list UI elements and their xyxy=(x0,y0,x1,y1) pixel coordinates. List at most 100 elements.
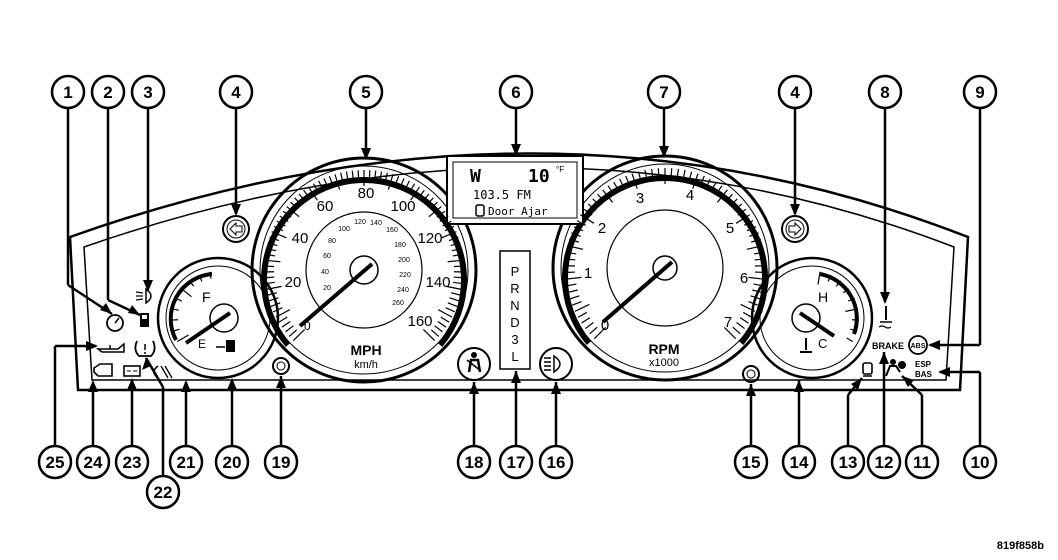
tachometer-label: 1 xyxy=(584,265,592,282)
callout-17: 17 xyxy=(498,444,534,480)
callout-22: 22 xyxy=(145,474,181,510)
tachometer-label: 2 xyxy=(598,220,606,237)
abs-warning-label: ABS xyxy=(911,343,926,350)
battery-icon xyxy=(123,365,141,377)
left-turn-signal-icon xyxy=(222,215,250,243)
speedometer-mph-label: 80 xyxy=(358,185,375,202)
speedometer-kmh-label: 260 xyxy=(392,300,404,307)
high-beam-icon xyxy=(539,347,573,381)
fuel-gauge-needle xyxy=(184,311,232,345)
leader-arrowheads xyxy=(86,144,950,396)
callout-19: 19 xyxy=(263,444,299,480)
callout-label: 22 xyxy=(154,483,173,502)
esp-indicator-label: ESP xyxy=(915,360,932,369)
temperature-gauge-ticks xyxy=(817,271,859,343)
temperature-hot-label: H xyxy=(818,289,828,305)
callout-label: 3 xyxy=(143,83,152,102)
tire-pressure-icon xyxy=(134,340,156,357)
gear-label: N xyxy=(510,298,519,313)
transmission-warning-icon xyxy=(862,362,873,377)
callout-8: 8 xyxy=(867,74,903,110)
callout-16: 16 xyxy=(538,444,574,480)
tachometer-label: 4 xyxy=(686,187,694,204)
callout-11: 11 xyxy=(904,444,940,480)
tachometer-label: 5 xyxy=(726,220,734,237)
speedometer-mph-label: 60 xyxy=(317,198,334,215)
speedometer-needle xyxy=(298,262,374,328)
dimmer-knob xyxy=(742,365,760,383)
callout-label: 19 xyxy=(272,453,291,472)
speedometer-kmh-label: 180 xyxy=(394,242,406,249)
check-engine-icon xyxy=(93,363,113,377)
speedometer-unit-mph: MPH xyxy=(350,342,381,358)
oil-pressure-icon xyxy=(95,342,125,353)
tachometer-label: 7 xyxy=(724,314,732,331)
speedometer-mph-label: 20 xyxy=(285,274,302,291)
callout-label: 10 xyxy=(971,453,990,472)
callout-7: 7 xyxy=(646,74,682,110)
display-message: Door Ajar xyxy=(488,205,548,218)
speedometer-kmh-label: 20 xyxy=(323,285,331,292)
callout-label: 25 xyxy=(46,453,65,472)
gear-label: L xyxy=(511,349,518,364)
figure-code: 819f858b xyxy=(996,540,1044,552)
temperature-gauge-needle xyxy=(798,311,836,338)
callout-label: 15 xyxy=(742,453,761,472)
gear-label: P xyxy=(511,264,520,279)
callout-label: 12 xyxy=(875,453,894,472)
callout-23: 23 xyxy=(114,444,150,480)
callout-label: 11 xyxy=(913,453,931,472)
callout-label: 24 xyxy=(84,453,103,472)
callout-4: 4 xyxy=(218,74,254,110)
display-temperature-unit: °F xyxy=(556,165,564,174)
callout-label: 13 xyxy=(839,453,858,472)
callout-label: 18 xyxy=(465,453,484,472)
callout-label: 9 xyxy=(975,83,984,102)
callout-label: 5 xyxy=(361,83,370,102)
speedometer-kmh-label: 160 xyxy=(386,227,398,234)
bas-indicator-label: BAS xyxy=(915,370,933,379)
coolant-temp-icon xyxy=(800,338,812,353)
callout-3: 3 xyxy=(130,74,166,110)
callout-label: 14 xyxy=(790,453,809,472)
cluster-housing xyxy=(68,152,970,392)
callout-24: 24 xyxy=(75,444,111,480)
speedometer-unit-kmh: km/h xyxy=(354,359,378,371)
fuel-gauge: F E xyxy=(156,256,280,380)
display-compass: W xyxy=(470,166,481,187)
fuel-empty-label: E xyxy=(198,337,206,351)
callout-label: 17 xyxy=(507,453,526,472)
callout-9: 9 xyxy=(962,74,998,110)
callout-label: 20 xyxy=(223,453,242,472)
callout-label: 8 xyxy=(880,83,889,102)
tachometer-label: 6 xyxy=(740,270,748,287)
callout-25: 25 xyxy=(37,444,73,480)
speedometer-kmh-label: 80 xyxy=(328,238,336,245)
speedometer-kmh-label: 220 xyxy=(399,272,411,279)
callout-6: 6 xyxy=(498,74,534,110)
tachometer-needle xyxy=(601,260,674,324)
speedometer-kmh-label: 200 xyxy=(398,257,410,264)
speedometer-zero-label: 0 xyxy=(304,319,311,333)
brake-warning-label: BRAKE xyxy=(872,341,904,351)
callout-13: 13 xyxy=(830,444,866,480)
trip-reset-knob xyxy=(272,357,290,375)
fuel-gauge-ticks xyxy=(171,271,212,343)
low-coolant-icon xyxy=(878,306,892,329)
speedometer-kmh-label: 60 xyxy=(323,253,331,260)
callout-label: 16 xyxy=(547,453,566,472)
speedometer-mph-label: 40 xyxy=(292,230,309,247)
door-ajar-icon xyxy=(475,204,485,217)
tachometer-label: 3 xyxy=(636,190,644,207)
callout-18: 18 xyxy=(456,444,492,480)
display-temperature: 10 xyxy=(528,166,550,187)
front-fog-light-icon xyxy=(135,287,152,305)
cruise-control-icon xyxy=(106,314,124,332)
tachometer-unit-x1000: x1000 xyxy=(649,357,679,369)
callout-label: 4 xyxy=(790,83,800,102)
speedometer-mph-label: 120 xyxy=(417,230,442,247)
speedometer-mph-label: 160 xyxy=(407,313,432,330)
temperature-cold-label: C xyxy=(818,336,827,351)
